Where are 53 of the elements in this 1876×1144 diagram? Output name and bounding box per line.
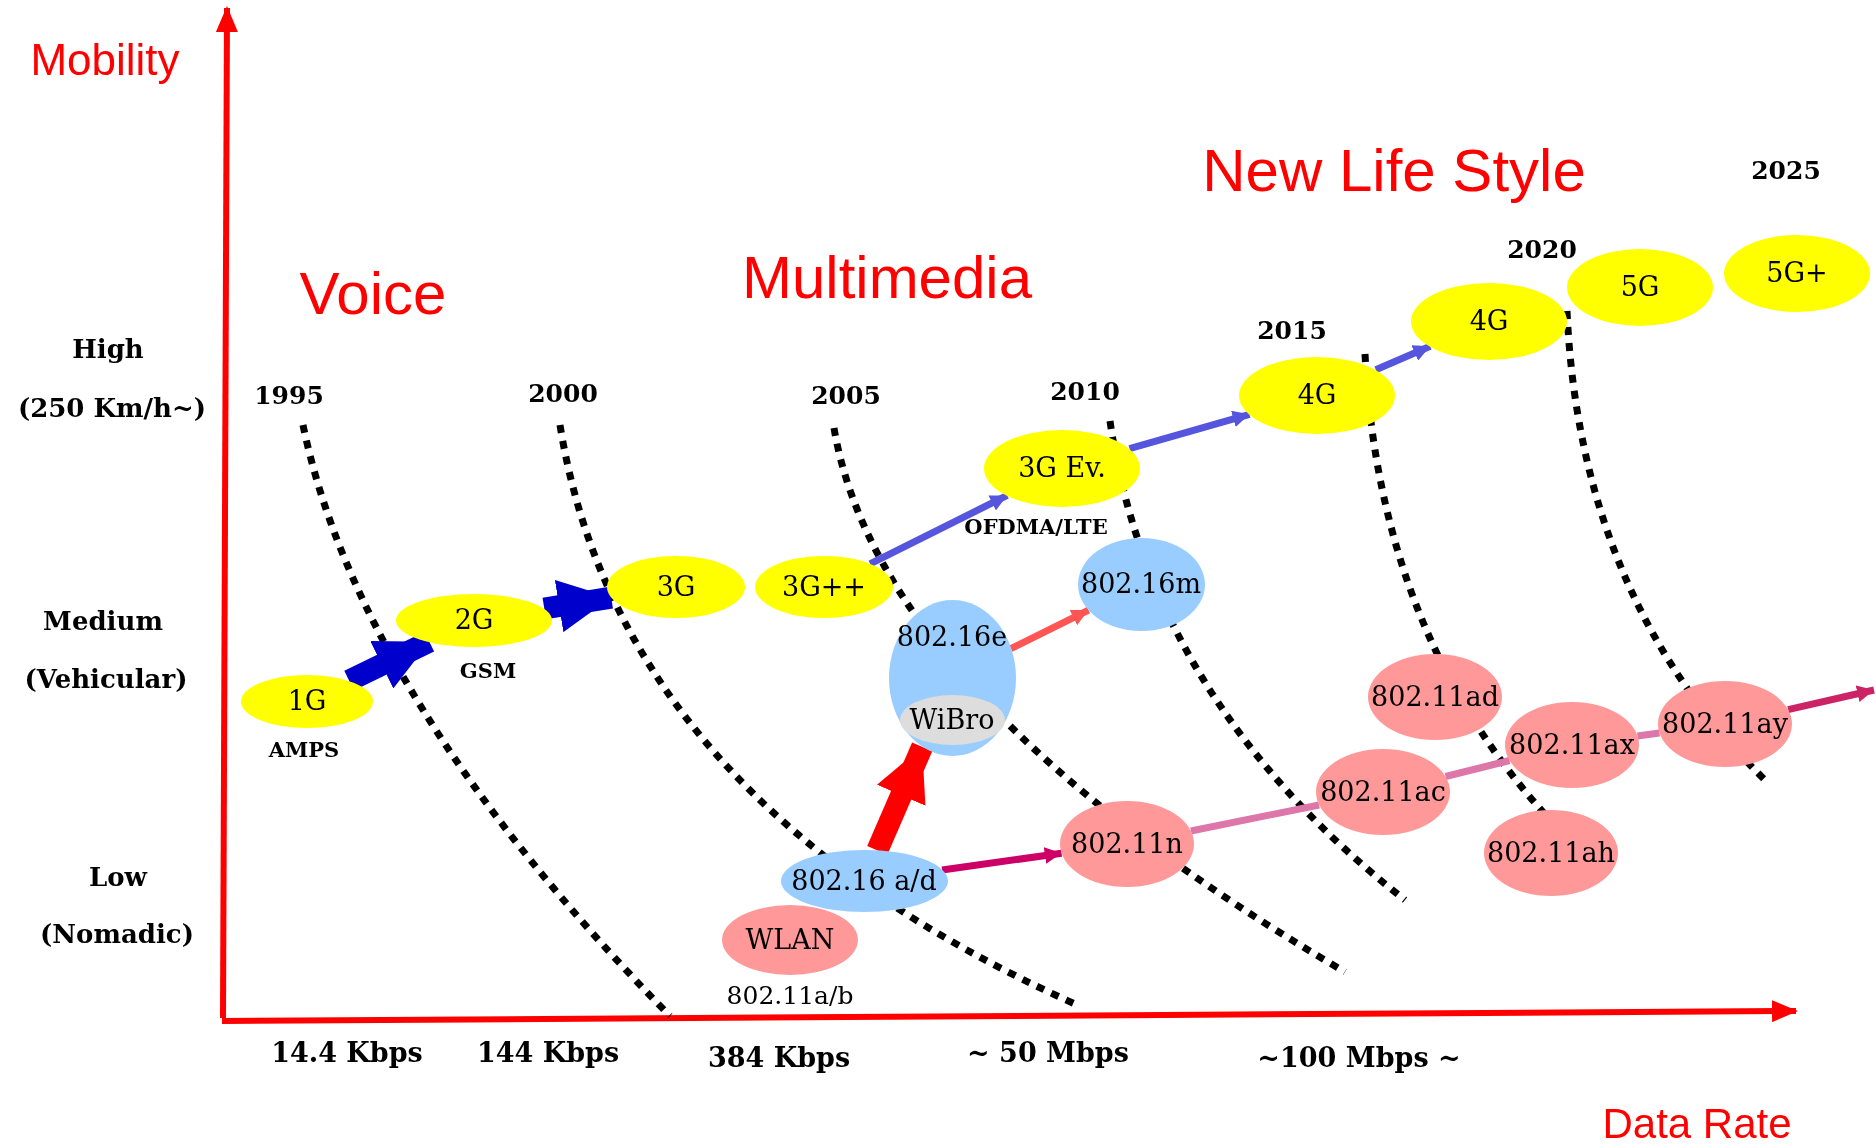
node-label: 802.16m — [1080, 569, 1202, 599]
axis-label: (Nomadic) — [40, 919, 194, 949]
node-label: 4G — [1297, 380, 1337, 410]
node-label: 5G — [1620, 272, 1660, 302]
arrow — [542, 580, 613, 633]
axis-label: (Vehicular) — [24, 664, 188, 694]
axis-label: Medium — [43, 606, 163, 636]
node-label: WiBro — [909, 705, 995, 735]
node-label: 802.16e — [896, 622, 1008, 652]
arrow — [1009, 606, 1091, 652]
axis-label: 2010 — [1050, 376, 1120, 406]
axis-label: 2020 — [1507, 234, 1577, 264]
heading-text: New Life Style — [1202, 135, 1586, 205]
axis-label: 1995 — [254, 380, 324, 410]
axis-label: 384 Kbps — [707, 1041, 851, 1073]
arrow — [941, 847, 1063, 874]
node-label: 802.11ac — [1320, 777, 1446, 807]
arrow — [1374, 343, 1432, 373]
node-label: 3G — [656, 572, 696, 602]
heading-text: Voice — [299, 258, 447, 328]
heading-text: Data Rate — [1602, 1100, 1792, 1144]
node-label: 1G — [287, 686, 327, 716]
node-label: 802.11ay — [1662, 709, 1788, 739]
axis-label: ~ 50 Mbps — [967, 1036, 1129, 1068]
node-label: 2G — [454, 605, 494, 635]
node-label: 4G — [1469, 306, 1509, 336]
axis-label: ~100 Mbps ~ — [1257, 1041, 1461, 1073]
axis-label: High — [72, 334, 144, 364]
caption-text: OFDMA/LTE — [964, 513, 1108, 539]
arrow — [1128, 410, 1251, 453]
axis-label: 2005 — [811, 380, 881, 410]
axis-label: 144 Kbps — [476, 1036, 620, 1068]
caption-text: AMPS — [268, 736, 340, 762]
heading-text: Mobility — [30, 35, 180, 85]
axis-label: (250 Km/h~) — [17, 393, 207, 423]
node-label: 802.11n — [1071, 829, 1183, 859]
node-label: WLAN — [745, 925, 835, 955]
node-label: 802.11ax — [1509, 730, 1635, 760]
node-label: 802.11ad — [1371, 682, 1499, 712]
axis-label: 2000 — [528, 378, 598, 408]
caption-text: GSM — [459, 657, 517, 683]
caption-text: 802.11a/b — [726, 980, 854, 1010]
axis-label: Low — [89, 862, 147, 892]
node-label: 3G Ev. — [1018, 453, 1106, 483]
heading-text: Multimedia — [741, 242, 1033, 312]
node-label: 802.16 a/d — [791, 866, 937, 896]
node-label: 3G++ — [782, 572, 866, 602]
node-label: 802.11ah — [1487, 838, 1615, 868]
axis-label: 2025 — [1751, 155, 1821, 185]
axis-label: 2015 — [1257, 315, 1327, 345]
axis-label: 14.4 Kbps — [271, 1036, 423, 1068]
arrow — [868, 492, 1009, 568]
node-label: 5G+ — [1766, 258, 1828, 288]
